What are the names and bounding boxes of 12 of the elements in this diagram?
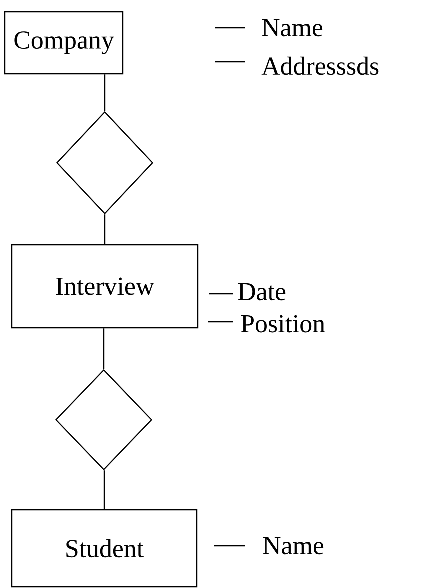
entity-box: Student [11, 509, 198, 588]
attribute-label: Date [238, 283, 286, 301]
attribute-label: Name [263, 537, 324, 555]
attribute-label: Name [262, 19, 323, 37]
connector-line [104, 214, 106, 244]
entity-box: Company [4, 11, 124, 75]
attribute-label: Position [241, 315, 326, 333]
connector-line [104, 470, 106, 510]
entity-box: Interview [11, 244, 199, 329]
connector-line [103, 328, 105, 370]
connector-line [104, 74, 106, 112]
attribute-label: Addresssds [262, 56, 379, 76]
